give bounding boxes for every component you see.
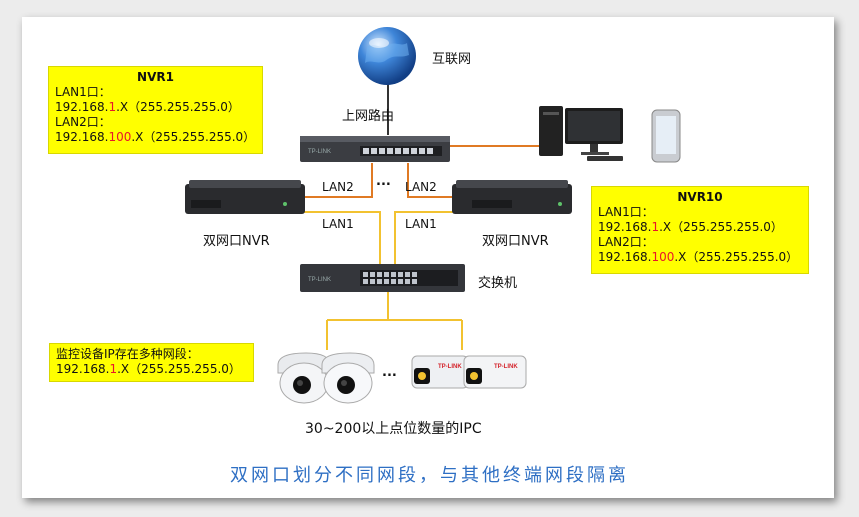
ipc-label: 30~200以上点位数量的IPC: [305, 421, 482, 437]
nvr1-lan2-ip: 192.168.100.X（255.255.255.0）: [55, 130, 256, 144]
lan2-right-label: LAN2: [405, 180, 437, 194]
bullet-camera-icon: TP-LINK TP-LINK: [411, 355, 527, 389]
camera-info-box: 监控设备IP存在多种网段： 192.168.1.X（255.255.255.0）: [49, 343, 254, 382]
camera-info-heading: 监控设备IP存在多种网段：: [56, 347, 199, 361]
nvr1-lan1-ip: 192.168.1.X（255.255.255.0）: [55, 100, 240, 114]
nvr1-info-box: NVR1 LAN1口： 192.168.1.X（255.255.255.0） L…: [48, 66, 263, 154]
router-device: TP-LINK: [300, 136, 450, 162]
internet-label: 互联网: [432, 52, 472, 67]
svg-text:TP-LINK: TP-LINK: [308, 277, 331, 283]
nvr-left-label: 双网口NVR: [203, 234, 270, 249]
nvr-right-label: 双网口NVR: [482, 234, 549, 249]
lan1-right-label: LAN1: [405, 217, 437, 231]
nvr10-lan1-ip: 192.168.1.X（255.255.255.0）: [598, 220, 783, 234]
router-label: 上网路由: [342, 109, 395, 124]
nvr-right-device: [452, 180, 572, 214]
svg-text:TP-LINK: TP-LINK: [308, 149, 331, 155]
switch-label: 交换机: [478, 276, 518, 291]
nvr10-lan2-heading: LAN2口：: [598, 235, 654, 249]
nvr1-lan2-heading: LAN2口：: [55, 115, 111, 129]
dome-camera-icon: [277, 352, 375, 404]
nvr10-lan1-heading: LAN1口：: [598, 205, 654, 219]
footer-caption: 双网口划分不同网段，与其他终端网段隔离: [230, 465, 629, 486]
nvr1-lan1-heading: LAN1口：: [55, 85, 111, 99]
more-camera-ellipsis: ...: [382, 365, 397, 380]
more-nvr-ellipsis: ...: [376, 174, 391, 189]
lan1-left-label: LAN1: [322, 217, 354, 231]
switch-device: TP-LINK: [300, 264, 465, 292]
nvr1-title: NVR1: [137, 70, 174, 84]
camera-brand-text-left: TP-LINK: [438, 364, 462, 370]
nvr-left-device: [185, 180, 305, 214]
globe-icon: [358, 27, 416, 85]
camera-info-ip: 192.168.1.X（255.255.255.0）: [56, 362, 241, 376]
smartphone-icon: [651, 109, 681, 163]
camera-brand-text-right: TP-LINK: [494, 364, 518, 370]
lan2-left-label: LAN2: [322, 180, 354, 194]
nvr10-title: NVR10: [677, 190, 723, 204]
nvr10-lan2-ip: 192.168.100.X（255.255.255.0）: [598, 250, 799, 264]
nvr10-info-box: NVR10 LAN1口： 192.168.1.X（255.255.255.0） …: [591, 186, 809, 274]
desktop-pc-icon: [539, 106, 623, 161]
